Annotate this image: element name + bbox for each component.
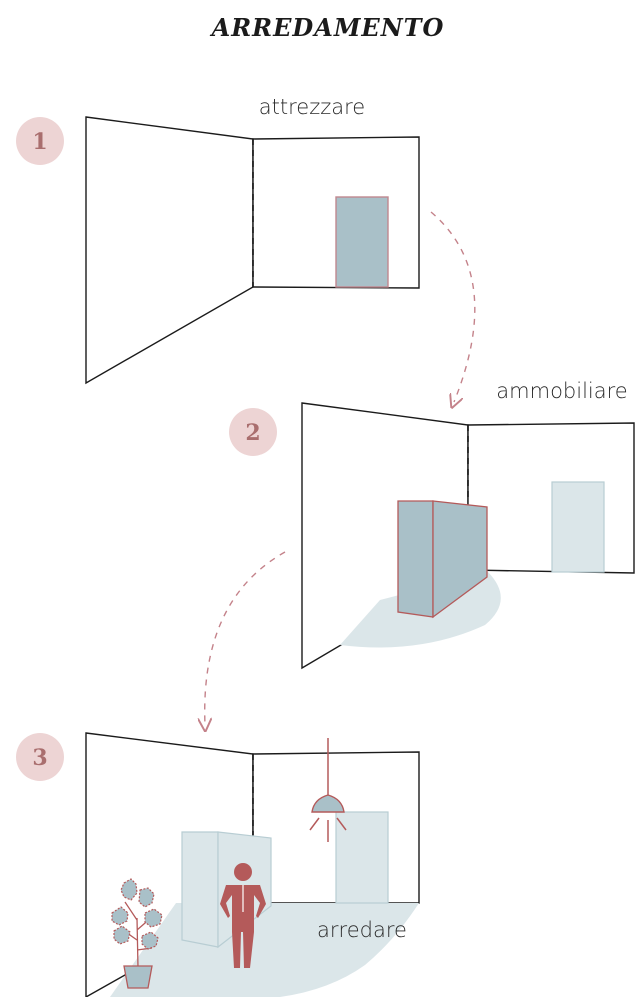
step-3-label: arredare xyxy=(317,918,407,942)
step-2-right-wall xyxy=(467,422,635,574)
step-1-badge xyxy=(16,117,64,165)
step-2-badge xyxy=(229,408,277,456)
step-3: 3 xyxy=(16,732,420,997)
pendant-lamp-icon xyxy=(309,738,347,842)
step-1: 1 attrezzare xyxy=(16,95,420,385)
person-icon xyxy=(220,863,266,968)
step-2-number: 2 xyxy=(245,420,260,446)
step-2-door xyxy=(551,481,605,573)
step-2-label: ammobiliare xyxy=(496,379,627,403)
step-3-number: 3 xyxy=(32,745,47,771)
step-1-left-wall xyxy=(85,116,254,385)
wardrobe-side xyxy=(397,500,434,618)
step-2: 2 ammobiliare xyxy=(229,379,635,670)
page-title: ARREDAMENTO xyxy=(210,13,445,42)
arrow-step-1-to-2 xyxy=(430,211,476,402)
step-3-door xyxy=(335,811,389,904)
step-1-door xyxy=(335,196,389,288)
step-1-label: attrezzare xyxy=(259,95,365,119)
wardrobe-side-light xyxy=(181,831,219,948)
potted-plant-icon xyxy=(111,878,163,989)
arrow-step-2-to-3 xyxy=(205,551,286,725)
wardrobe-front xyxy=(432,500,488,619)
step-3-badge xyxy=(16,733,64,781)
step-1-number: 1 xyxy=(32,129,47,155)
